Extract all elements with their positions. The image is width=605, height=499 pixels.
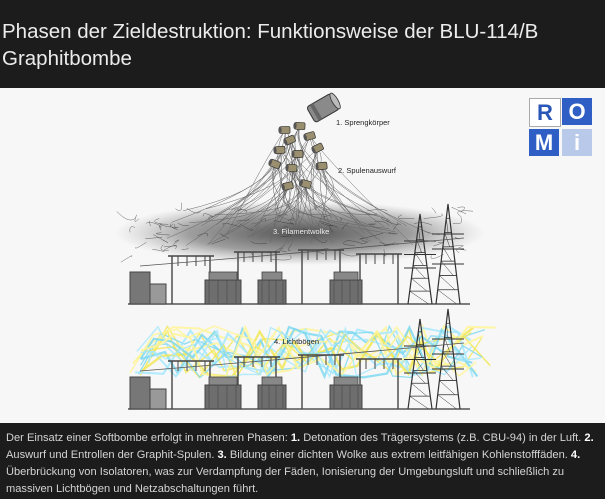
transformer-icon [204,384,242,410]
logo-cell-o: O [562,98,592,125]
romi-logo: R O M i [529,98,597,160]
transformer-icon [329,279,363,305]
spool-icon [291,150,304,158]
caption-step-1: Detonation des Trägersystems (z.B. CBU-9… [300,432,585,444]
label-phase4: 4. Lichtbögen [274,337,319,346]
spool-icon [281,181,294,191]
logo-cell-m: M [529,129,559,156]
transformer-icon [257,279,287,305]
spool-icon [311,142,324,154]
caption-step-4-num: 4. [570,449,581,461]
page-title: Phasen der Zieldestruktion: Funktionswei… [2,20,539,70]
substation-upper [129,203,465,305]
infographic-figure: 1. Sprengkörper 2. Spulenauswurf 3. Fila… [0,88,605,423]
spool-icon [315,161,328,171]
building-icon [129,376,151,410]
pylon-icon [432,308,464,410]
spool-icon [293,121,306,131]
power-line [139,237,465,267]
caption-step-1-num: 1. [290,432,301,444]
spool-icon [268,158,281,170]
pylon-icon [404,213,436,305]
caption-step-2-num: 2. [584,432,594,444]
canister-icon [306,92,341,123]
arc-line [140,324,496,379]
building-icon [129,271,151,305]
spool-icon [278,126,291,134]
label-phase1: 1. Sprengkörper [336,118,390,127]
spool-icon [299,179,312,189]
logo-cell-i: i [562,129,592,156]
substation-lower [129,308,465,410]
arc-line [139,330,483,379]
caption-text: Der Einsatz einer Softbombe erfolgt in m… [6,430,602,498]
logo-cell-r: R [529,98,561,127]
caption-lead: Der Einsatz einer Softbombe erfolgt in m… [6,432,291,444]
spool-icon [285,163,298,173]
transformer-icon [329,384,363,410]
electric-arcs [129,323,496,380]
graphite-spools [268,121,328,191]
label-phase2: 2. Spulenauswurf [338,166,397,175]
caption-step-4: Überbrückung von Isolatoren, was zur Ver… [6,466,565,495]
transformer-icon [204,279,242,305]
power-line [139,342,465,372]
arc-line [140,326,473,379]
caption-step-3-num: 3. [217,449,227,461]
arc-line [136,325,481,379]
caption-step-3: Bildung einer dichten Wolke aus extrem l… [226,449,571,461]
illustration: 1. Sprengkörper 2. Spulenauswurf 3. Fila… [115,92,496,410]
label-phase3: 3. Filamentwolke [273,227,329,236]
spool-icon [273,145,286,155]
spool-icon [283,134,296,146]
transformer-icon [257,384,287,410]
pylon-icon [404,318,436,410]
spool-icon [303,131,316,141]
caption-step-2: Auswurf und Entrollen der Graphit-Spulen… [6,449,218,461]
